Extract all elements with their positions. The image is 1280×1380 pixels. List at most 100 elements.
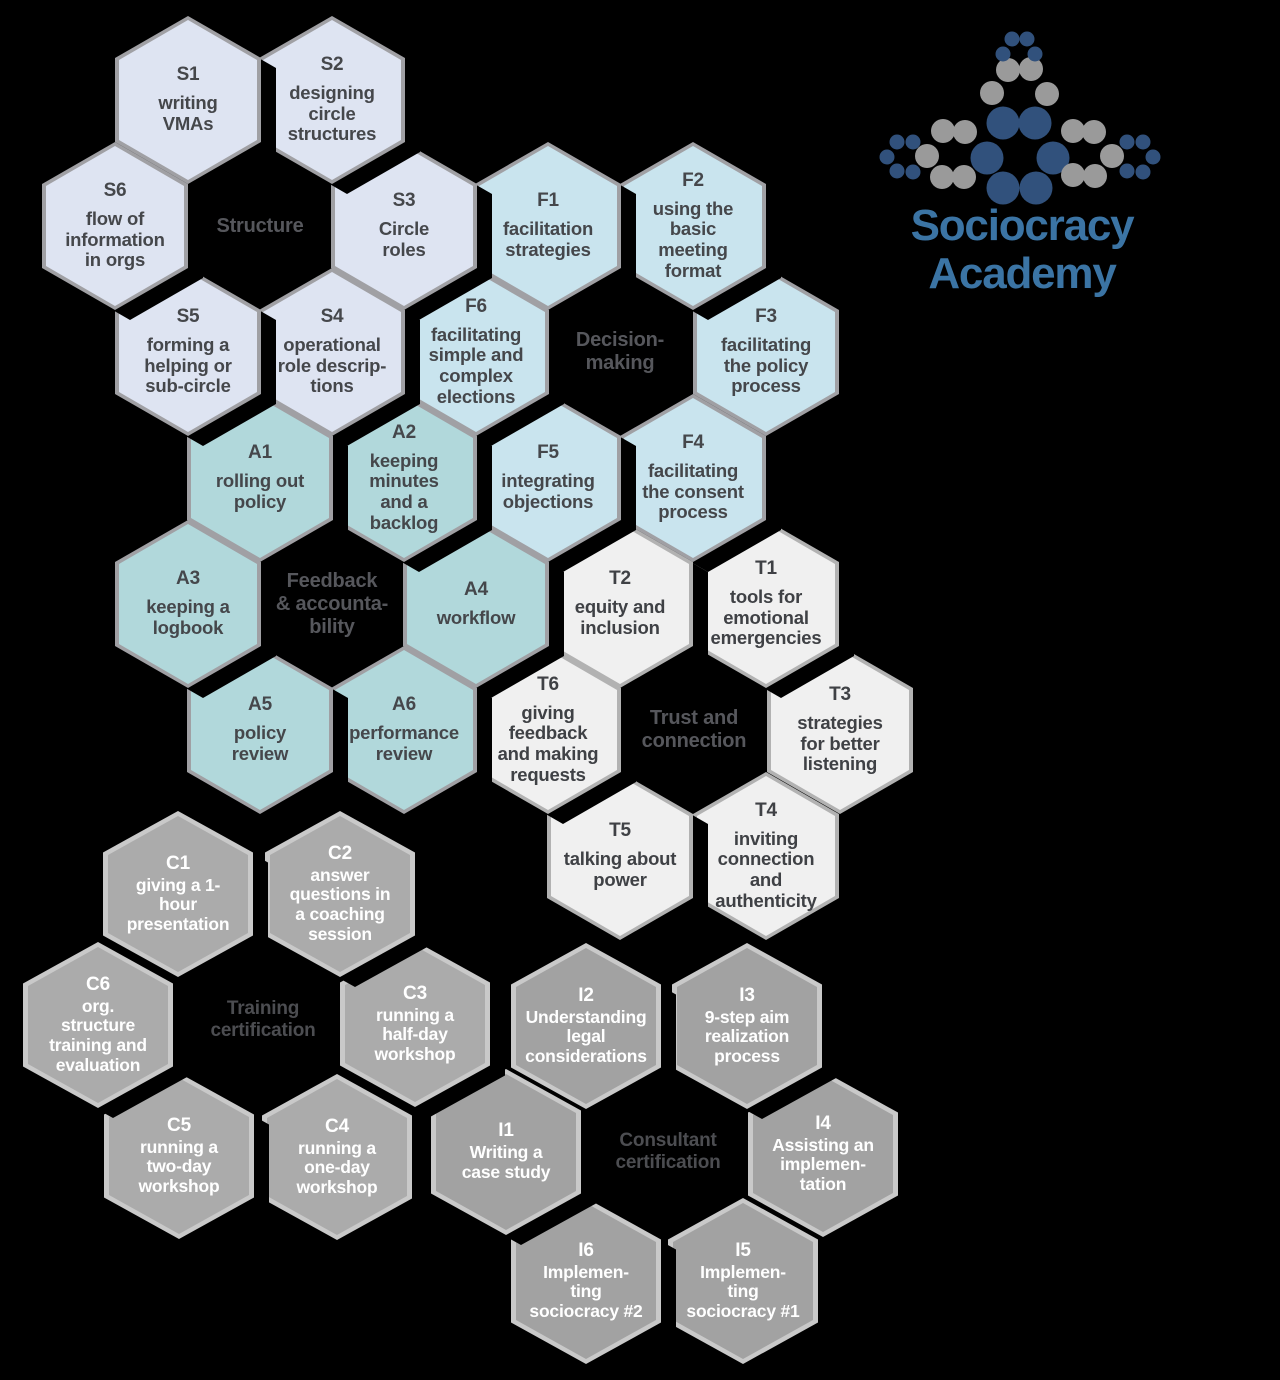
hex-content: Trust and connection [621,646,767,814]
module-code: A6 [392,694,416,716]
module-label: 9-step aim realization process [704,1006,790,1066]
module-code: T2 [609,568,631,590]
module-code: T3 [829,683,851,705]
hex-content: Decision- making [547,268,693,436]
module-label: Understanding legal considerations [525,1006,647,1066]
module-label: strategies for better listening [797,711,883,775]
module-label: writing VMAs [158,92,218,134]
module-code: I1 [498,1120,514,1142]
cluster-title: Trust and connection [641,707,747,752]
hex-content: T3 strategies for better listening [767,646,913,814]
module-label: facilitating simple and complex election… [428,323,524,407]
hex-face [119,20,257,180]
module-code: C1 [166,852,190,874]
cluster-title: Training certification [210,998,316,1041]
hex-content: S4 operational role descrip- tions [259,268,405,436]
module-code: C4 [325,1115,349,1137]
module-label: Implemen- ting sociocracy #1 [686,1261,800,1321]
module-code: T6 [537,673,559,695]
module-code: T5 [609,820,631,842]
module-label: integrating objections [501,470,595,512]
module-label: using the basic meeting format [652,197,734,281]
module-label: inviting connection and authenticity [715,827,817,911]
module-code: I4 [815,1112,831,1134]
logo-dots-icon [879,31,1161,205]
module-code: A3 [176,568,200,590]
hex-t5: T5 talking about power [547,772,693,940]
module-label: rolling out policy [215,470,305,512]
module-code: A4 [464,578,488,600]
hex-content: S1 writing VMAs [115,16,261,184]
hex-face [335,650,473,810]
hex-face [345,946,485,1102]
hex-face [119,524,257,684]
module-label: operational role descrip- tions [277,333,387,397]
hex-face [407,524,545,684]
hex-face [479,650,617,810]
module-label: facilitating the consent process [642,459,744,523]
hex-content: T6 giving feedback and making requests [475,646,621,814]
module-code: S1 [176,64,200,86]
module-label: giving feedback and making requests [497,701,599,785]
module-label: facilitation strategies [502,218,594,260]
module-code: F5 [537,442,559,464]
cluster-title: Feedback & accounta- bility [275,569,389,638]
module-code: A1 [248,442,272,464]
module-code: S3 [392,190,416,212]
hex-content: Structure [187,142,333,310]
module-code: C2 [328,842,352,864]
hex-content: A1 rolling out policy [187,394,333,562]
cluster-hub-consultant: Consultant certification [593,1069,743,1235]
module-code: S2 [320,53,344,75]
hex-content: F5 integrating objections [475,394,621,562]
module-code: S4 [320,305,344,327]
module-label: running a two-day workshop [138,1136,220,1196]
module-label: answer questions in a coaching session [289,864,391,944]
module-code: F3 [755,305,777,327]
sociocracy-academy-logo: Sociocracy Academy [822,20,1222,298]
module-code: C5 [167,1114,191,1136]
hex-face [191,650,329,810]
module-code: I2 [578,984,594,1006]
module-code: C6 [86,973,110,995]
cluster-hub-training: Training certification [188,937,338,1103]
hex-face [697,776,835,936]
module-label: talking about power [563,848,677,890]
hex-face [551,776,689,936]
module-code: I5 [735,1239,751,1261]
logo-wordmark: Sociocracy Academy [910,201,1135,299]
module-code: F1 [537,190,559,212]
hex-t3: T3 strategies for better listening [767,646,913,814]
cluster-title: Decision- making [575,329,665,374]
module-label: keeping minutes and a backlog [369,449,439,533]
